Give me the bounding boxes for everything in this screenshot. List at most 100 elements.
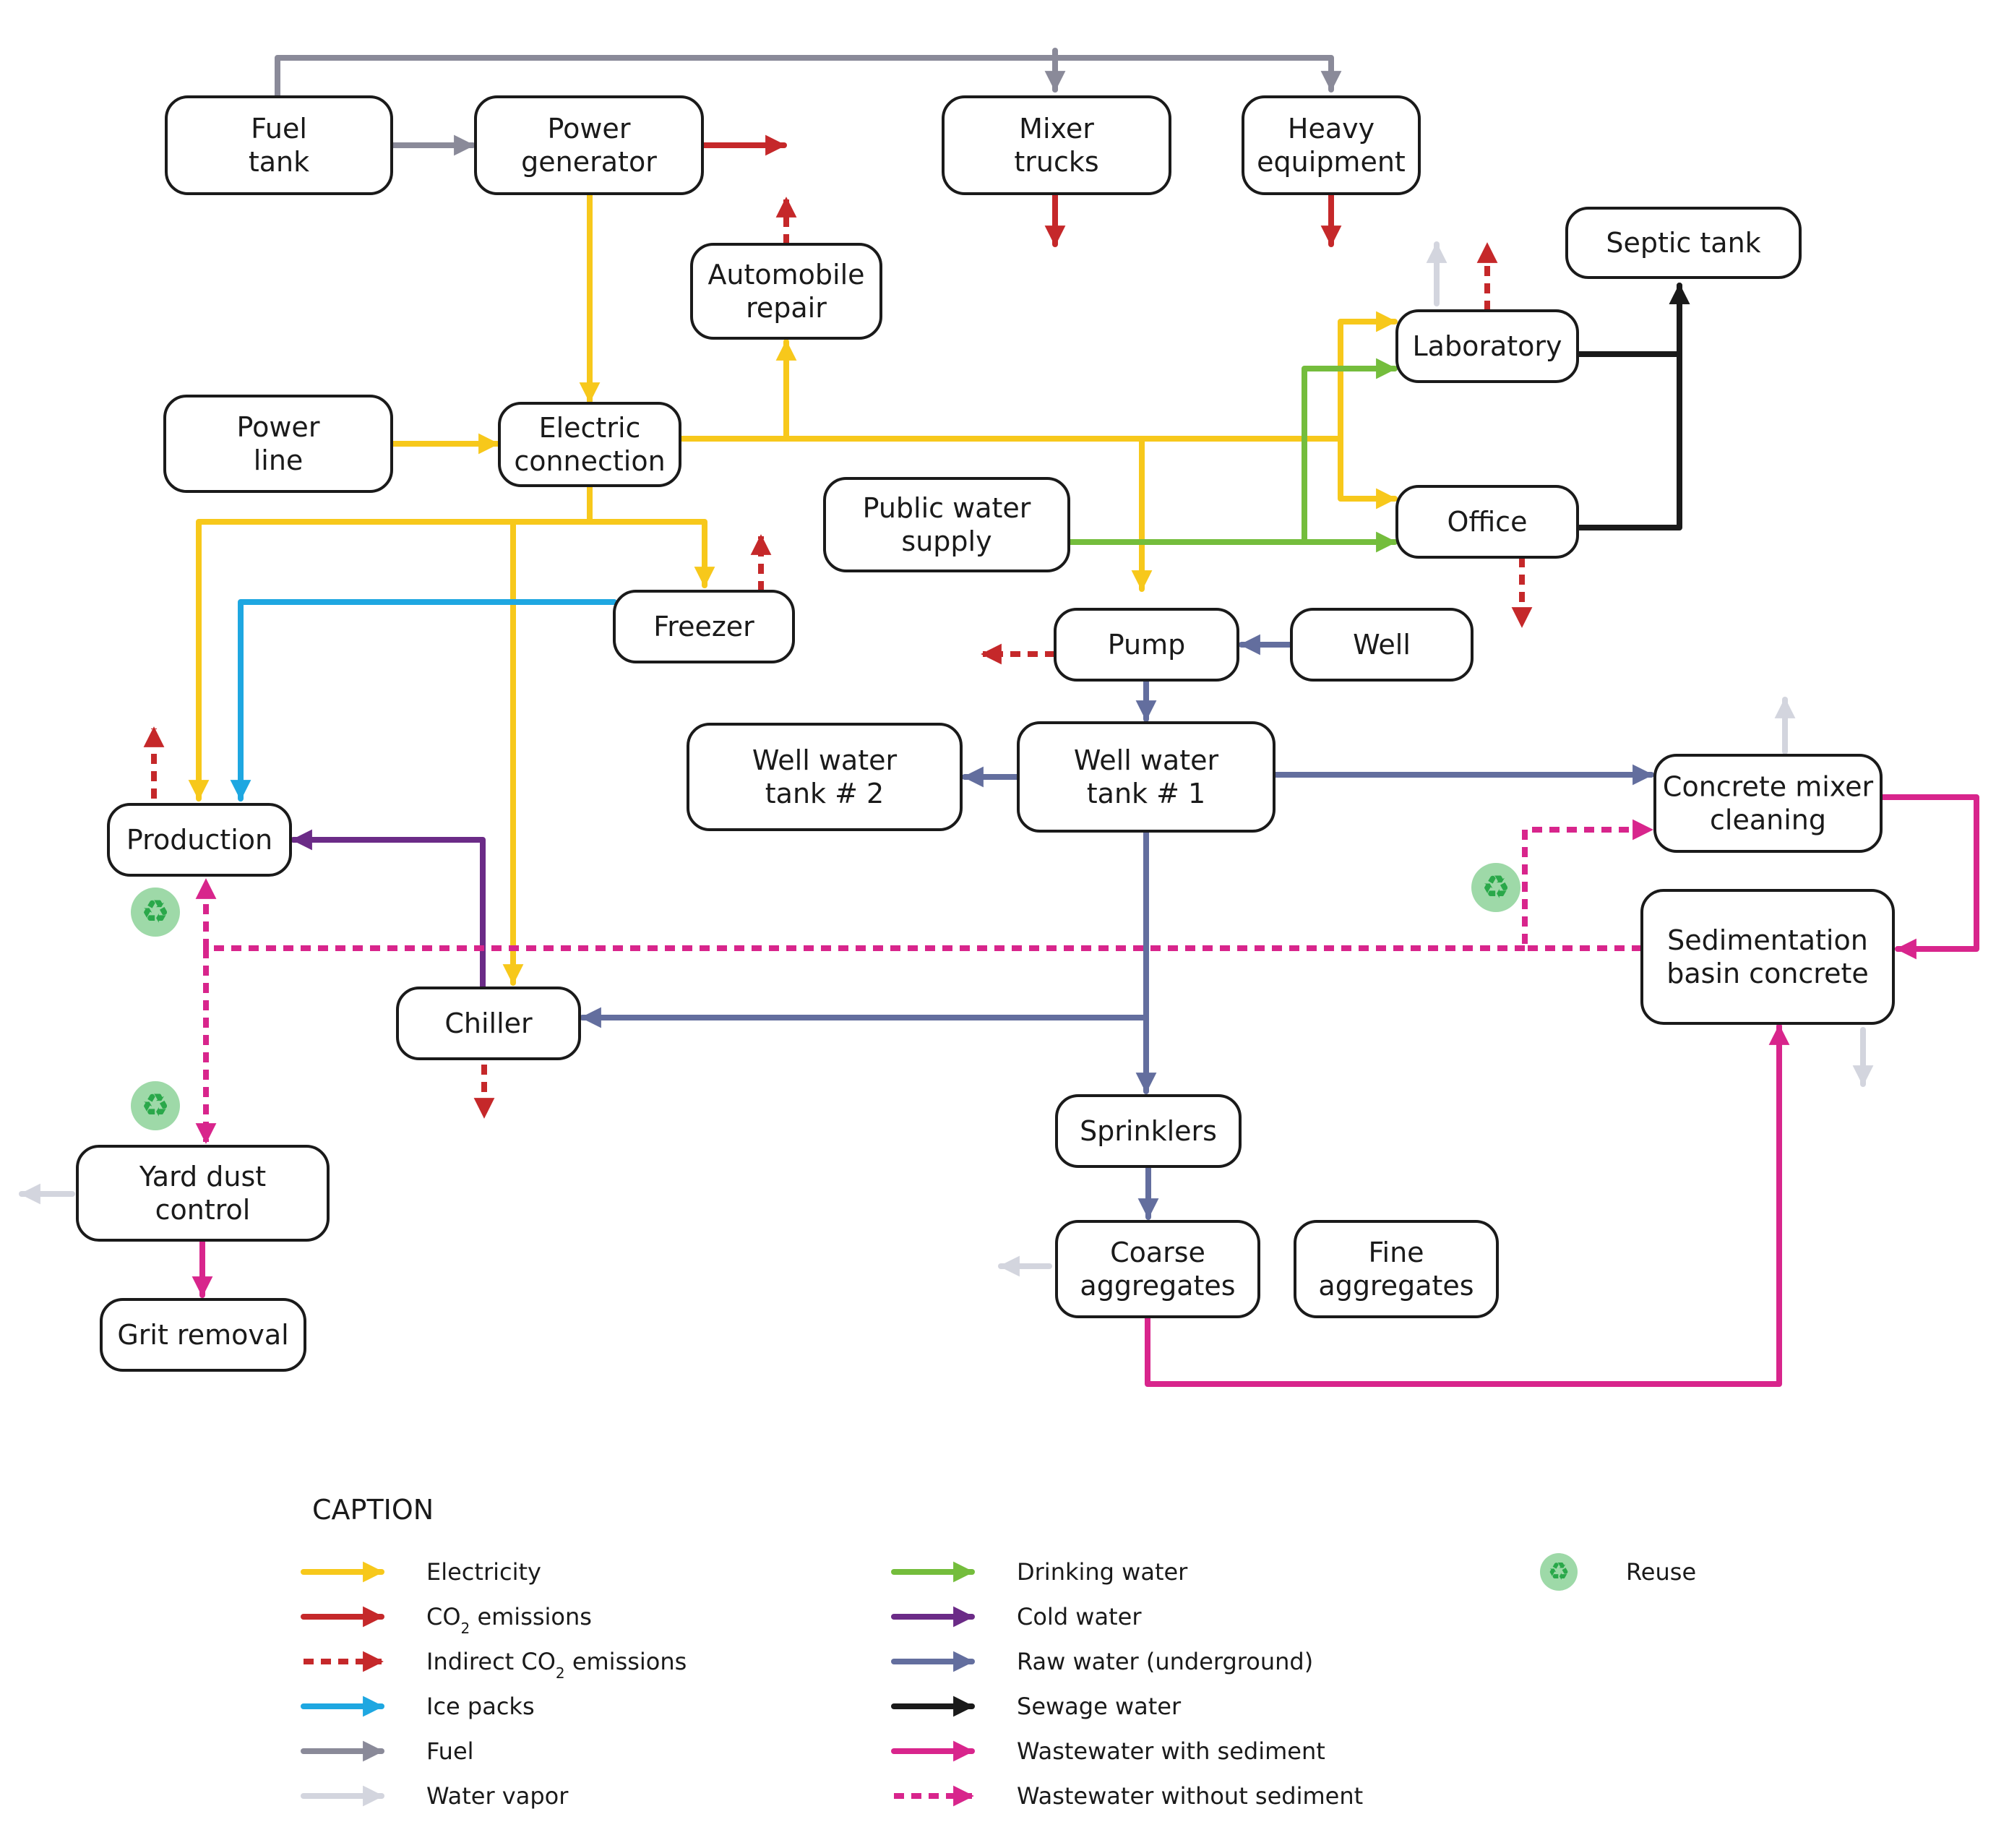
- fuel-tank-label: Fuel: [251, 113, 307, 145]
- reuse-icon: ♻: [131, 888, 180, 937]
- laboratory-label: Laboratory: [1413, 330, 1562, 362]
- electric-connection-label: connection: [514, 445, 665, 477]
- septic-tank-label: Septic tank: [1606, 227, 1760, 259]
- legend-label: CO2 emissions: [426, 1603, 592, 1637]
- power-line-label: line: [254, 444, 304, 476]
- legend-item: Fuel: [301, 1737, 474, 1765]
- well-water-tank-1-label: Well water: [1074, 744, 1219, 776]
- reuse-icon: ♻: [1471, 863, 1520, 912]
- electricity-office-flow-arrow: [1338, 436, 1398, 510]
- legend-item: Drinking water: [891, 1558, 1188, 1586]
- septic-tank-node: Septic tank: [1565, 207, 1802, 279]
- chiller-label: Chiller: [444, 1007, 533, 1039]
- legend-item: Sewage water: [891, 1693, 1182, 1720]
- sprinklers-node: Sprinklers: [1055, 1094, 1242, 1168]
- legend-label: Electricity: [426, 1558, 541, 1586]
- legend-label: Sewage water: [1017, 1693, 1182, 1720]
- legend-label: Water vapor: [426, 1782, 569, 1810]
- electricity-production-flow-arrow: [188, 519, 593, 801]
- pump-label: Pump: [1108, 629, 1185, 661]
- legend-label: Drinking water: [1017, 1558, 1188, 1586]
- reuse-icon: ♻: [131, 1081, 180, 1130]
- office-label: Office: [1447, 506, 1528, 538]
- legend-label: Wastewater with sediment: [1017, 1737, 1325, 1765]
- legend-label: Fuel: [426, 1737, 474, 1765]
- pump-node: Pump: [1054, 608, 1239, 682]
- mixer-trucks-label: Mixer: [1019, 113, 1094, 145]
- power-generator-label: generator: [521, 146, 657, 178]
- legend-item: Wastewater with sediment: [891, 1737, 1325, 1765]
- well-water-tank-2-label: tank # 2: [765, 778, 884, 809]
- laboratory-node: Laboratory: [1395, 309, 1579, 383]
- fuel-tank-label: tank: [249, 146, 309, 178]
- sewage-office-flow-arrow: [1575, 283, 1690, 530]
- ice-packs-flow-arrow: [230, 599, 617, 801]
- waste-mixer-cleaning-flow-arrow: [1878, 794, 1979, 960]
- sedimentation-basin-concrete-label: basin concrete: [1666, 958, 1869, 989]
- sedimentation-basin-concrete-label: Sedimentation: [1667, 924, 1868, 956]
- coarse-aggregates-label: Coarse: [1110, 1237, 1205, 1268]
- legend-title: CAPTION: [312, 1494, 434, 1526]
- svg-text:♻: ♻: [141, 893, 169, 930]
- legend-item: Electricity: [301, 1558, 541, 1586]
- drinking-laboratory-flow-arrow: [1302, 358, 1398, 545]
- mixer-trucks-label: trucks: [1014, 146, 1098, 178]
- svg-text:♻: ♻: [141, 1087, 169, 1124]
- freezer-label: Freezer: [653, 611, 754, 642]
- legend-item: Wastewater without sediment: [894, 1782, 1363, 1810]
- waste-coarse-flow-arrow: [1145, 1023, 1790, 1387]
- grit-removal-label: Grit removal: [117, 1319, 288, 1351]
- fuel-heavy-flow-arrow: [1052, 55, 1342, 93]
- legend-item: CO2 emissions: [301, 1603, 592, 1637]
- well-label: Well: [1353, 629, 1411, 661]
- legend-item: Cold water: [891, 1603, 1142, 1630]
- office-node: Office: [1395, 485, 1579, 559]
- legend-item: Indirect CO2 emissions: [304, 1648, 687, 1682]
- public-water-supply-label: Public water: [863, 492, 1031, 524]
- svg-text:♻: ♻: [1548, 1557, 1570, 1586]
- production-label: Production: [126, 824, 272, 856]
- heavy-equipment-label: equipment: [1257, 146, 1406, 178]
- legend-item: Water vapor: [301, 1782, 569, 1810]
- automobile-repair-label: Automobile: [707, 259, 864, 291]
- legend-label: Wastewater without sediment: [1017, 1782, 1363, 1810]
- sewage-laboratory-flow-arrow: [1575, 283, 1690, 357]
- public-water-supply-label: supply: [901, 525, 991, 557]
- electricity-chiller-flow-arrow: [502, 519, 593, 986]
- concrete-mixer-cleaning-label: cleaning: [1710, 804, 1826, 836]
- well-node: Well: [1290, 608, 1474, 682]
- power-generator-label: Power: [548, 113, 631, 145]
- fine-aggregates-label: Fine: [1368, 1237, 1424, 1268]
- coarse-aggregates-label: aggregates: [1080, 1270, 1235, 1302]
- svg-text:♻: ♻: [1481, 869, 1510, 906]
- fine-aggregates-label: aggregates: [1318, 1270, 1474, 1302]
- legend-label: Cold water: [1017, 1603, 1142, 1630]
- legend-label: Ice packs: [426, 1693, 535, 1720]
- production-node: Production: [107, 803, 292, 877]
- heavy-equipment-label: Heavy: [1288, 113, 1375, 145]
- freezer-node: Freezer: [613, 590, 795, 663]
- automobile-repair-label: repair: [746, 292, 827, 324]
- well-water-tank-1-label: tank # 1: [1087, 778, 1205, 809]
- legend-label: Raw water (underground): [1017, 1648, 1313, 1675]
- electricity-freezer-flow-arrow: [587, 483, 715, 588]
- power-line-label: Power: [237, 411, 320, 443]
- grit-removal-node: Grit removal: [100, 1298, 306, 1372]
- legend-reuse-label: Reuse: [1626, 1558, 1696, 1586]
- yard-dust-control-label: control: [155, 1194, 251, 1226]
- waste-clean-production-flow-arrow: [195, 878, 1525, 951]
- waste-clean-mixer-flow-arrow: [1522, 819, 1653, 951]
